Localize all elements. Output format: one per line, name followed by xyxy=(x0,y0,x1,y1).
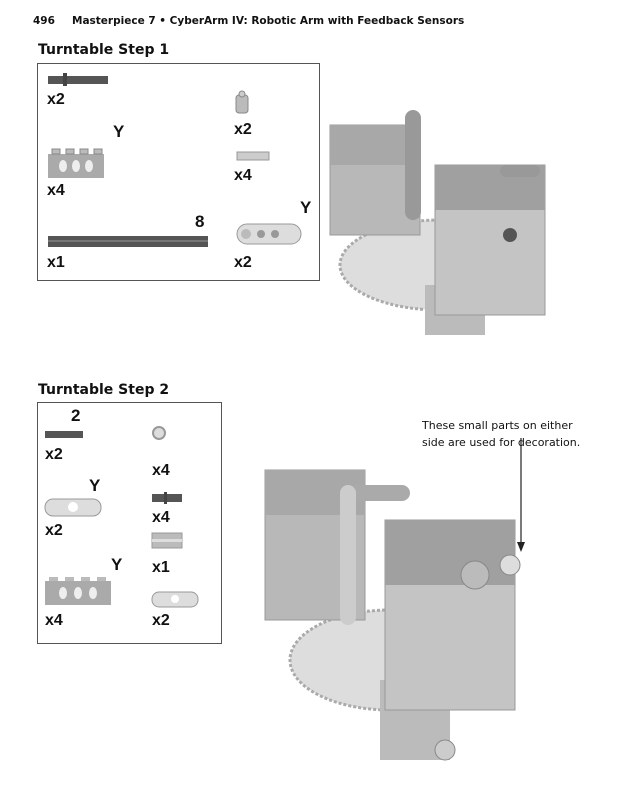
color-mark: Y xyxy=(300,198,312,217)
step2-parts-box: 2 x2 x4 Y x2 x4 x1 Y x4 x2 xyxy=(37,402,222,644)
liftarm-icon xyxy=(151,591,199,608)
liftarm-icon xyxy=(236,223,302,245)
part-qty: x2 xyxy=(45,522,63,539)
bush-half-icon xyxy=(152,426,166,440)
pin-connector-icon xyxy=(151,532,183,549)
axle-icon xyxy=(45,431,83,438)
part-qty: x2 xyxy=(47,91,65,108)
turntable-step2-model-illustration xyxy=(264,469,521,761)
step1-parts-box: x2 x2 Y x4 x4 8 x1 Y x2 xyxy=(37,63,320,281)
liftarm-icon xyxy=(44,498,102,517)
step2-title: Turntable Step 2 xyxy=(38,382,170,398)
part-qty: x2 xyxy=(152,612,170,629)
connector-pin-icon xyxy=(236,151,270,161)
running-title: Masterpiece 7 • CyberArm IV: Robotic Arm… xyxy=(72,15,465,27)
bush-icon xyxy=(235,90,249,114)
color-mark: Y xyxy=(113,122,125,141)
axle-with-stop-icon xyxy=(48,73,108,86)
length-mark: 8 xyxy=(195,212,205,231)
part-qty: x1 xyxy=(152,559,170,576)
page-number: 496 xyxy=(33,15,55,27)
decoration-callout: These small parts on either side are use… xyxy=(422,419,581,449)
part-qty: x4 xyxy=(47,182,65,199)
color-mark: Y xyxy=(89,476,101,495)
part-qty: x2 xyxy=(234,254,252,271)
part-qty: x4 xyxy=(152,509,170,526)
part-qty: x2 xyxy=(45,446,63,463)
technic-beam-icon xyxy=(48,148,104,178)
step1-title: Turntable Step 1 xyxy=(38,42,170,58)
part-qty: x1 xyxy=(47,254,65,271)
technic-beam-icon xyxy=(45,577,111,605)
callout-arrow-icon xyxy=(517,438,525,552)
color-mark: Y xyxy=(111,555,123,574)
axle-icon xyxy=(48,236,208,247)
axle-pin-icon xyxy=(152,492,182,504)
turntable-step1-model-illustration xyxy=(329,110,546,335)
length-mark: 2 xyxy=(71,406,81,425)
part-qty: x2 xyxy=(234,121,252,138)
part-qty: x4 xyxy=(45,612,63,629)
part-qty: x4 xyxy=(234,167,252,184)
part-qty: x4 xyxy=(152,462,170,479)
